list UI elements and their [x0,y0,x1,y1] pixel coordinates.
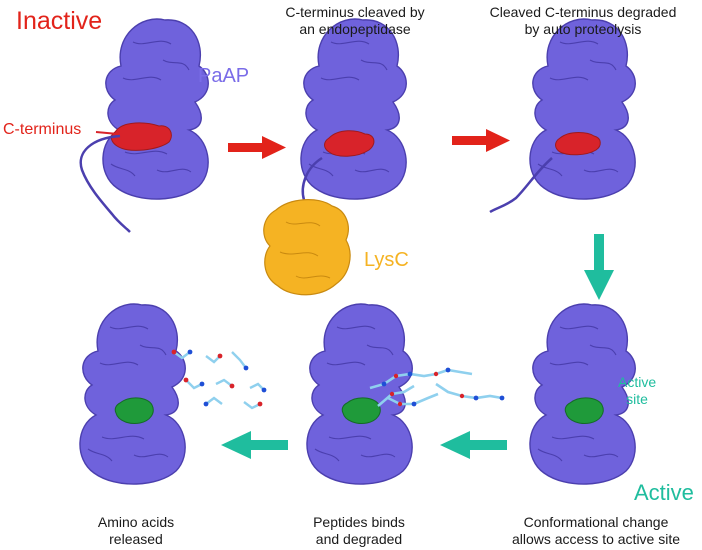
active-label: Active [634,480,694,505]
c-terminus-tail-3 [489,157,553,214]
active-site-label-line1: Active [618,374,657,390]
arrow-step1-to-step2 [228,136,286,159]
step5-caption-line1: Peptides binds [313,514,405,530]
step2-caption: C-terminus cleaved by an endopeptidase [282,4,428,38]
arrow-step5-to-step6 [221,431,288,459]
protein-active [529,303,636,485]
active-site-label: Active site [618,374,656,408]
protein-cleavage [300,18,407,200]
paap-label: PaAP [198,65,250,87]
amino-acid-molecules [173,351,265,410]
arrow-step2-to-step3 [452,129,510,152]
step6-caption: Amino acids released [84,514,188,548]
step5-caption-line2: and degraded [315,531,403,547]
c-terminus-region-3 [555,132,601,156]
c-terminus-tail-2 [301,156,323,201]
lysc-enzyme [263,199,351,296]
inactive-label: Inactive [16,7,103,35]
protein-inactive [102,18,209,200]
protein-autoproteolysis [529,18,636,200]
peptide-atoms-red [389,371,465,407]
step5-caption: Peptides binds and degraded [298,514,420,548]
step6-caption-line2: released [109,531,163,547]
step4-caption-line1: Conformational change [523,514,669,530]
c-terminus-region-2 [324,130,375,157]
protein-peptide-binding [306,303,413,485]
amino-acid-atoms [171,349,267,407]
step3-caption-line1: Cleaved C-terminus degraded [489,4,677,20]
active-site-4 [564,397,604,424]
step3-caption-line2: by auto proteolysis [524,21,642,37]
peptide-atoms [381,367,505,407]
protein-released [79,303,186,485]
c-terminus-label: C-terminus [3,121,82,138]
step6-caption-line1: Amino acids [97,514,175,530]
step2-caption-line1: C-terminus cleaved by [285,4,425,20]
c-terminus-region [110,122,172,151]
step2-caption-line2: an endopeptidase [299,21,411,37]
arrow-step3-to-step4 [584,234,614,300]
lysc-texture [279,221,331,279]
arrow-step4-to-step5 [440,431,507,459]
active-site-5 [341,397,381,424]
step4-caption-line2: allows access to active site [511,531,681,547]
c-terminus-pointer [95,131,119,135]
step3-caption: Cleaved C-terminus degraded by auto prot… [478,4,688,38]
active-site-6 [114,397,154,424]
step4-caption: Conformational change allows access to a… [496,514,696,548]
c-terminus-tail-1 [79,134,131,233]
lysc-label: LysC [364,249,409,271]
active-site-label-line2: site [626,391,648,407]
